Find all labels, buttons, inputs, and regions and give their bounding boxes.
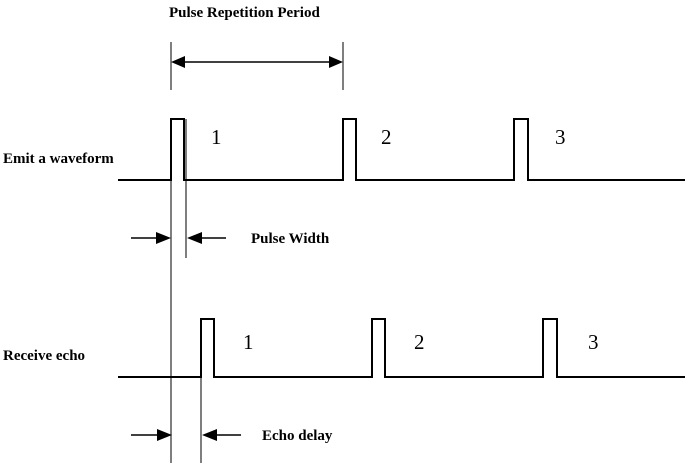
echo-delay-arrowhead-right: [202, 429, 217, 441]
pulse-width-arrowhead-right: [187, 232, 202, 244]
echo-delay-arrowhead-left: [157, 429, 172, 441]
pulse-width-arrowhead-left: [156, 232, 171, 244]
annotation-label-pulse-width: Pulse Width: [251, 231, 330, 247]
row-label-receive-echo: Receive echo: [3, 348, 85, 364]
echo-delay-measure-arrow: [131, 429, 241, 441]
receive-echo-trace: [118, 318, 685, 378]
emit-pulse-number-3: 3: [555, 125, 566, 149]
emit-pulse-number-2: 2: [381, 125, 392, 149]
echo-pulse-number-2: 2: [414, 330, 425, 354]
echo-pulse-number-3: 3: [588, 330, 599, 354]
prp-arrowhead-left: [171, 56, 185, 68]
row-label-emit-a-waveform: Emit a waveform: [3, 151, 114, 167]
pulse-width-measure-arrow: [131, 232, 226, 244]
annotation-label-echo-delay: Echo delay: [262, 428, 333, 444]
prp-measure-arrow: [171, 56, 343, 68]
echo-pulse-number-1: 1: [243, 330, 254, 354]
prp-arrowhead-right: [329, 56, 343, 68]
emit-pulse-number-1: 1: [211, 125, 222, 149]
diagram-title: Pulse Repetition Period: [169, 5, 320, 21]
emit-waveform-trace: [118, 118, 685, 181]
